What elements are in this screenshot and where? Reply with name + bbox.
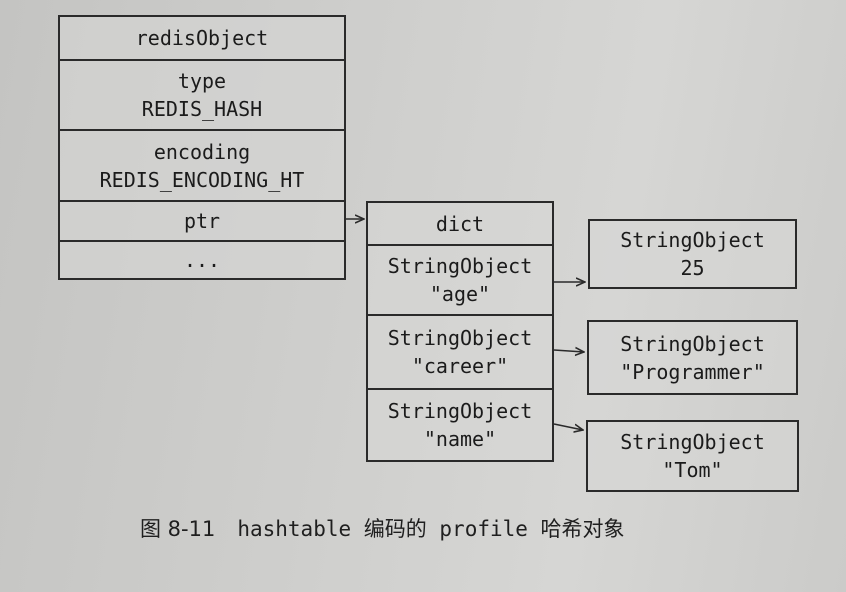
dict-entry-key: "age" (429, 282, 491, 306)
value-type: StringObject (620, 228, 765, 252)
value-cell: StringObject 25 (590, 221, 795, 287)
dict-entry-career: StringObject "career" (368, 314, 552, 388)
dict-entry-type: StringObject (387, 254, 533, 278)
redis-object-header-label: redisObject (135, 26, 269, 50)
dict-header: dict (368, 203, 552, 244)
redis-object-encoding-cell: encoding REDIS_ENCODING_HT (60, 129, 344, 200)
dict-header-label: dict (435, 211, 485, 236)
value-content: "Programmer" (620, 359, 765, 384)
dict-entry-key: "career" (411, 354, 509, 378)
redis-object-header: redisObject (60, 17, 344, 59)
figure-number: 图 8-11 (140, 517, 216, 541)
figure-caption: 图 8-11 hashtable 编码的 profile 哈希对象 (140, 513, 625, 543)
type-label: type (177, 69, 227, 93)
redis-object-type-cell: type REDIS_HASH (60, 59, 344, 129)
dict-entry-age: StringObject "age" (368, 244, 552, 314)
encoding-value: REDIS_ENCODING_HT (99, 167, 305, 192)
value-type: StringObject (620, 331, 765, 356)
value-content: 25 (680, 256, 705, 280)
dict-entry-name: StringObject "name" (368, 388, 552, 460)
value-box-age: StringObject 25 (588, 219, 797, 289)
value-cell: StringObject "Programmer" (589, 322, 796, 393)
career-to-value-arrow (553, 350, 584, 352)
encoding-label: encoding (153, 139, 251, 164)
more-label: ... (183, 248, 221, 272)
dict-entry-type: StringObject (387, 326, 533, 350)
dict-box: dict StringObject "age" StringObject "ca… (366, 201, 554, 462)
redis-object-ptr-cell: ptr (60, 200, 344, 240)
value-cell: StringObject "Tom" (588, 422, 797, 490)
figure-title: hashtable 编码的 profile 哈希对象 (237, 517, 625, 541)
ptr-label: ptr (183, 209, 221, 233)
value-content: "Tom" (662, 458, 723, 482)
value-box-career: StringObject "Programmer" (587, 320, 798, 395)
dict-entry-key: "name" (423, 427, 497, 451)
value-type: StringObject (620, 430, 765, 454)
redis-object-more-cell: ... (60, 240, 344, 278)
value-box-name: StringObject "Tom" (586, 420, 799, 492)
type-value: REDIS_HASH (141, 97, 263, 121)
dict-entry-type: StringObject (387, 399, 533, 423)
name-to-value-arrow (553, 423, 583, 430)
redis-object-box: redisObject type REDIS_HASH encoding RED… (58, 15, 346, 280)
